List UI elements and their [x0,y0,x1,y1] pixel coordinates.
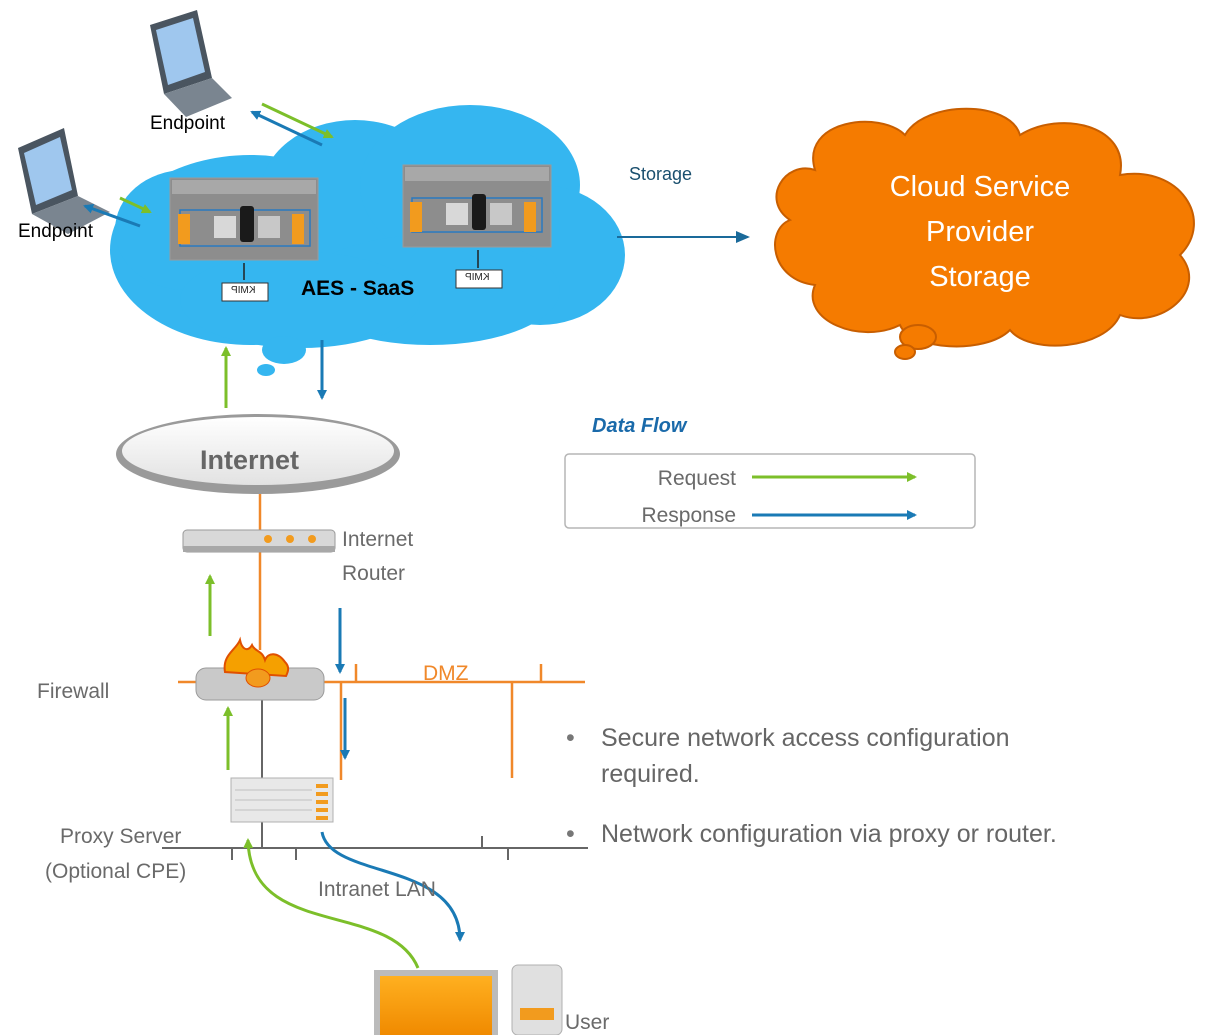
bullet-item: Network configuration via proxy or route… [566,816,1206,852]
firewall-label: Firewall [37,680,110,703]
dmz-label: DMZ [423,662,469,685]
legend-request-label: Request [657,467,736,490]
bullet-item: Secure network access configuration requ… [566,720,1101,792]
request-arrow-top-endpoint [261,102,334,139]
intranet-lan-label: Intranet LAN [318,878,436,901]
request-arrow-user-to-proxy [243,838,420,969]
internet-router-label-2: Router [342,562,406,585]
user-workstation [374,964,563,1035]
bullet-list: Secure network access configuration requ… [566,720,1206,876]
cloud-service-provider-storage [774,107,1195,360]
storage-label: Storage [629,164,693,184]
endpoint-left-label: Endpoint [18,221,94,242]
hsm-appliance-right [402,164,552,289]
kmip-label-left: KMIP [231,285,256,296]
laptop-top [150,10,232,117]
proxy-server-label-2: (Optional CPE) [45,860,187,883]
hsm-appliance-left [169,177,319,302]
internet-router-label-1: Internet [342,528,414,551]
internet-cloud [116,414,400,494]
internet-router-device [182,529,336,553]
kmip-label-right: KMIP [465,272,490,283]
legend-title: Data Flow [592,415,687,437]
proxy-server-label-1: Proxy Server [60,825,182,848]
aes-saas-label: AES - SaaS [301,277,415,300]
cloud-provider-line-1: Cloud Service [889,171,1071,203]
cloud-provider-line-2: Provider [926,216,1034,248]
request-arrow-left-endpoint [119,196,152,214]
proxy-server-device [230,777,334,823]
cloud-provider-line-3: Storage [929,261,1031,293]
firewall-device [195,636,325,701]
user-label: User [565,1011,610,1034]
response-arrow-proxy-to-user [320,831,465,942]
intranet-lines [162,700,588,860]
legend-box [564,453,976,529]
laptop-left [18,128,110,234]
endpoint-top-label: Endpoint [150,113,226,134]
legend-response-label: Response [641,504,736,527]
response-arrow-left-endpoint [83,204,141,228]
response-arrow-top-endpoint [250,110,323,147]
internet-label: Internet [200,445,300,475]
